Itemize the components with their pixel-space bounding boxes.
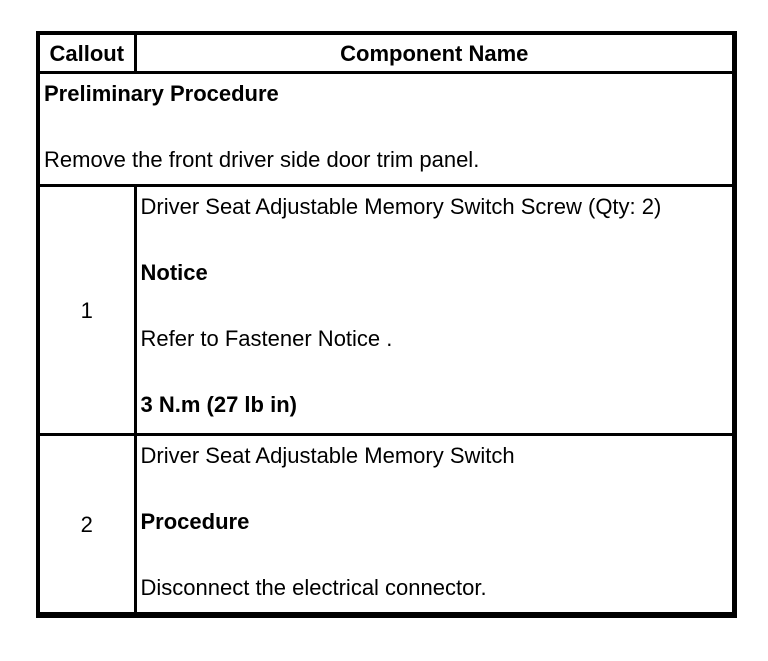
procedure-label: Procedure xyxy=(140,509,250,534)
component-name: Driver Seat Adjustable Memory Switch xyxy=(140,443,515,468)
spacer xyxy=(141,538,729,571)
table-header-row: Callout Component Name xyxy=(36,31,736,74)
spacer xyxy=(141,355,729,388)
torque-spec: 3 N.m (27 lb in) xyxy=(140,392,297,417)
preliminary-procedure-row: Preliminary Procedure Remove the front d… xyxy=(36,71,736,187)
component-name: Driver Seat Adjustable Memory Switch Scr… xyxy=(140,194,662,219)
procedure-text: Disconnect the electrical connector. xyxy=(140,575,487,600)
preliminary-instruction: Remove the front driver side door trim p… xyxy=(44,147,480,172)
notice-text: Refer to Fastener Notice . xyxy=(140,326,393,351)
preliminary-procedure-cell: Preliminary Procedure Remove the front d… xyxy=(36,71,736,187)
spacer xyxy=(44,110,728,143)
spacer xyxy=(141,223,729,256)
spacer xyxy=(141,289,729,322)
component-cell: Driver Seat Adjustable Memory Switch Pro… xyxy=(133,433,736,617)
callout-number: 2 xyxy=(36,433,137,617)
preliminary-procedure-title: Preliminary Procedure xyxy=(44,81,279,106)
table-row: 1 Driver Seat Adjustable Memory Switch S… xyxy=(36,184,736,436)
component-cell: Driver Seat Adjustable Memory Switch Scr… xyxy=(133,184,736,436)
callout-header: Callout xyxy=(36,31,137,74)
component-callout-table: Callout Component Name Preliminary Proce… xyxy=(36,31,737,618)
table-row: 2 Driver Seat Adjustable Memory Switch P… xyxy=(36,433,736,617)
callout-number: 1 xyxy=(36,184,137,436)
notice-label: Notice xyxy=(140,260,208,285)
component-name-header: Component Name xyxy=(133,31,736,74)
spacer xyxy=(141,472,729,505)
